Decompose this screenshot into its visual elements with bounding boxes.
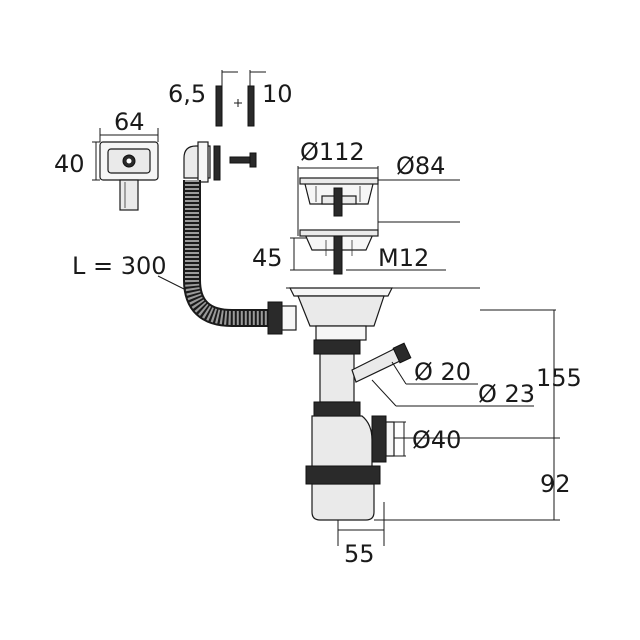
side-outlet bbox=[351, 342, 412, 383]
gasket-rings bbox=[213, 85, 255, 181]
overflow-dimensions bbox=[92, 128, 159, 181]
flexible-hose bbox=[183, 180, 272, 327]
trap-outlet-nut bbox=[371, 415, 387, 463]
dim-total-height: 155 bbox=[536, 364, 582, 392]
dim-trap-outlet: Ø40 bbox=[412, 426, 461, 454]
trap-nut bbox=[305, 465, 381, 485]
gasket-dimension-lines bbox=[221, 70, 266, 122]
bottle-trap bbox=[305, 415, 395, 521]
fixing-screw bbox=[229, 152, 257, 168]
dim-strainer-inner: Ø84 bbox=[396, 152, 445, 180]
strainer-basket bbox=[299, 177, 379, 275]
dim-gasket-b: 10 bbox=[262, 80, 293, 108]
side-outlet-leaders bbox=[371, 361, 534, 407]
dim-strainer-outer: Ø112 bbox=[300, 138, 365, 166]
overflow-cover bbox=[99, 141, 159, 211]
dim-trap-height: 92 bbox=[540, 470, 571, 498]
upper-nut bbox=[313, 339, 361, 355]
dim-outlet-large: Ø 23 bbox=[478, 380, 535, 408]
dim-outlet-small: Ø 20 bbox=[414, 358, 471, 386]
dim-hose-length: L = 300 bbox=[72, 252, 167, 280]
dim-gasket-a: 6,5 bbox=[168, 80, 206, 108]
dim-overflow-width: 64 bbox=[114, 108, 145, 136]
overflow-elbow bbox=[183, 141, 211, 183]
middle-nut bbox=[313, 401, 361, 417]
dim-strainer-depth: 45 bbox=[252, 244, 283, 272]
dim-overflow-height: 40 bbox=[54, 150, 85, 178]
dim-trap-width: 55 bbox=[344, 540, 375, 568]
width-dimension-lines bbox=[337, 502, 385, 546]
height-dimension-lines bbox=[374, 309, 560, 521]
dim-thread: M12 bbox=[378, 244, 429, 272]
hose-connector bbox=[267, 301, 297, 335]
sink-flange bbox=[286, 287, 480, 341]
vertical-pipe bbox=[319, 353, 355, 403]
